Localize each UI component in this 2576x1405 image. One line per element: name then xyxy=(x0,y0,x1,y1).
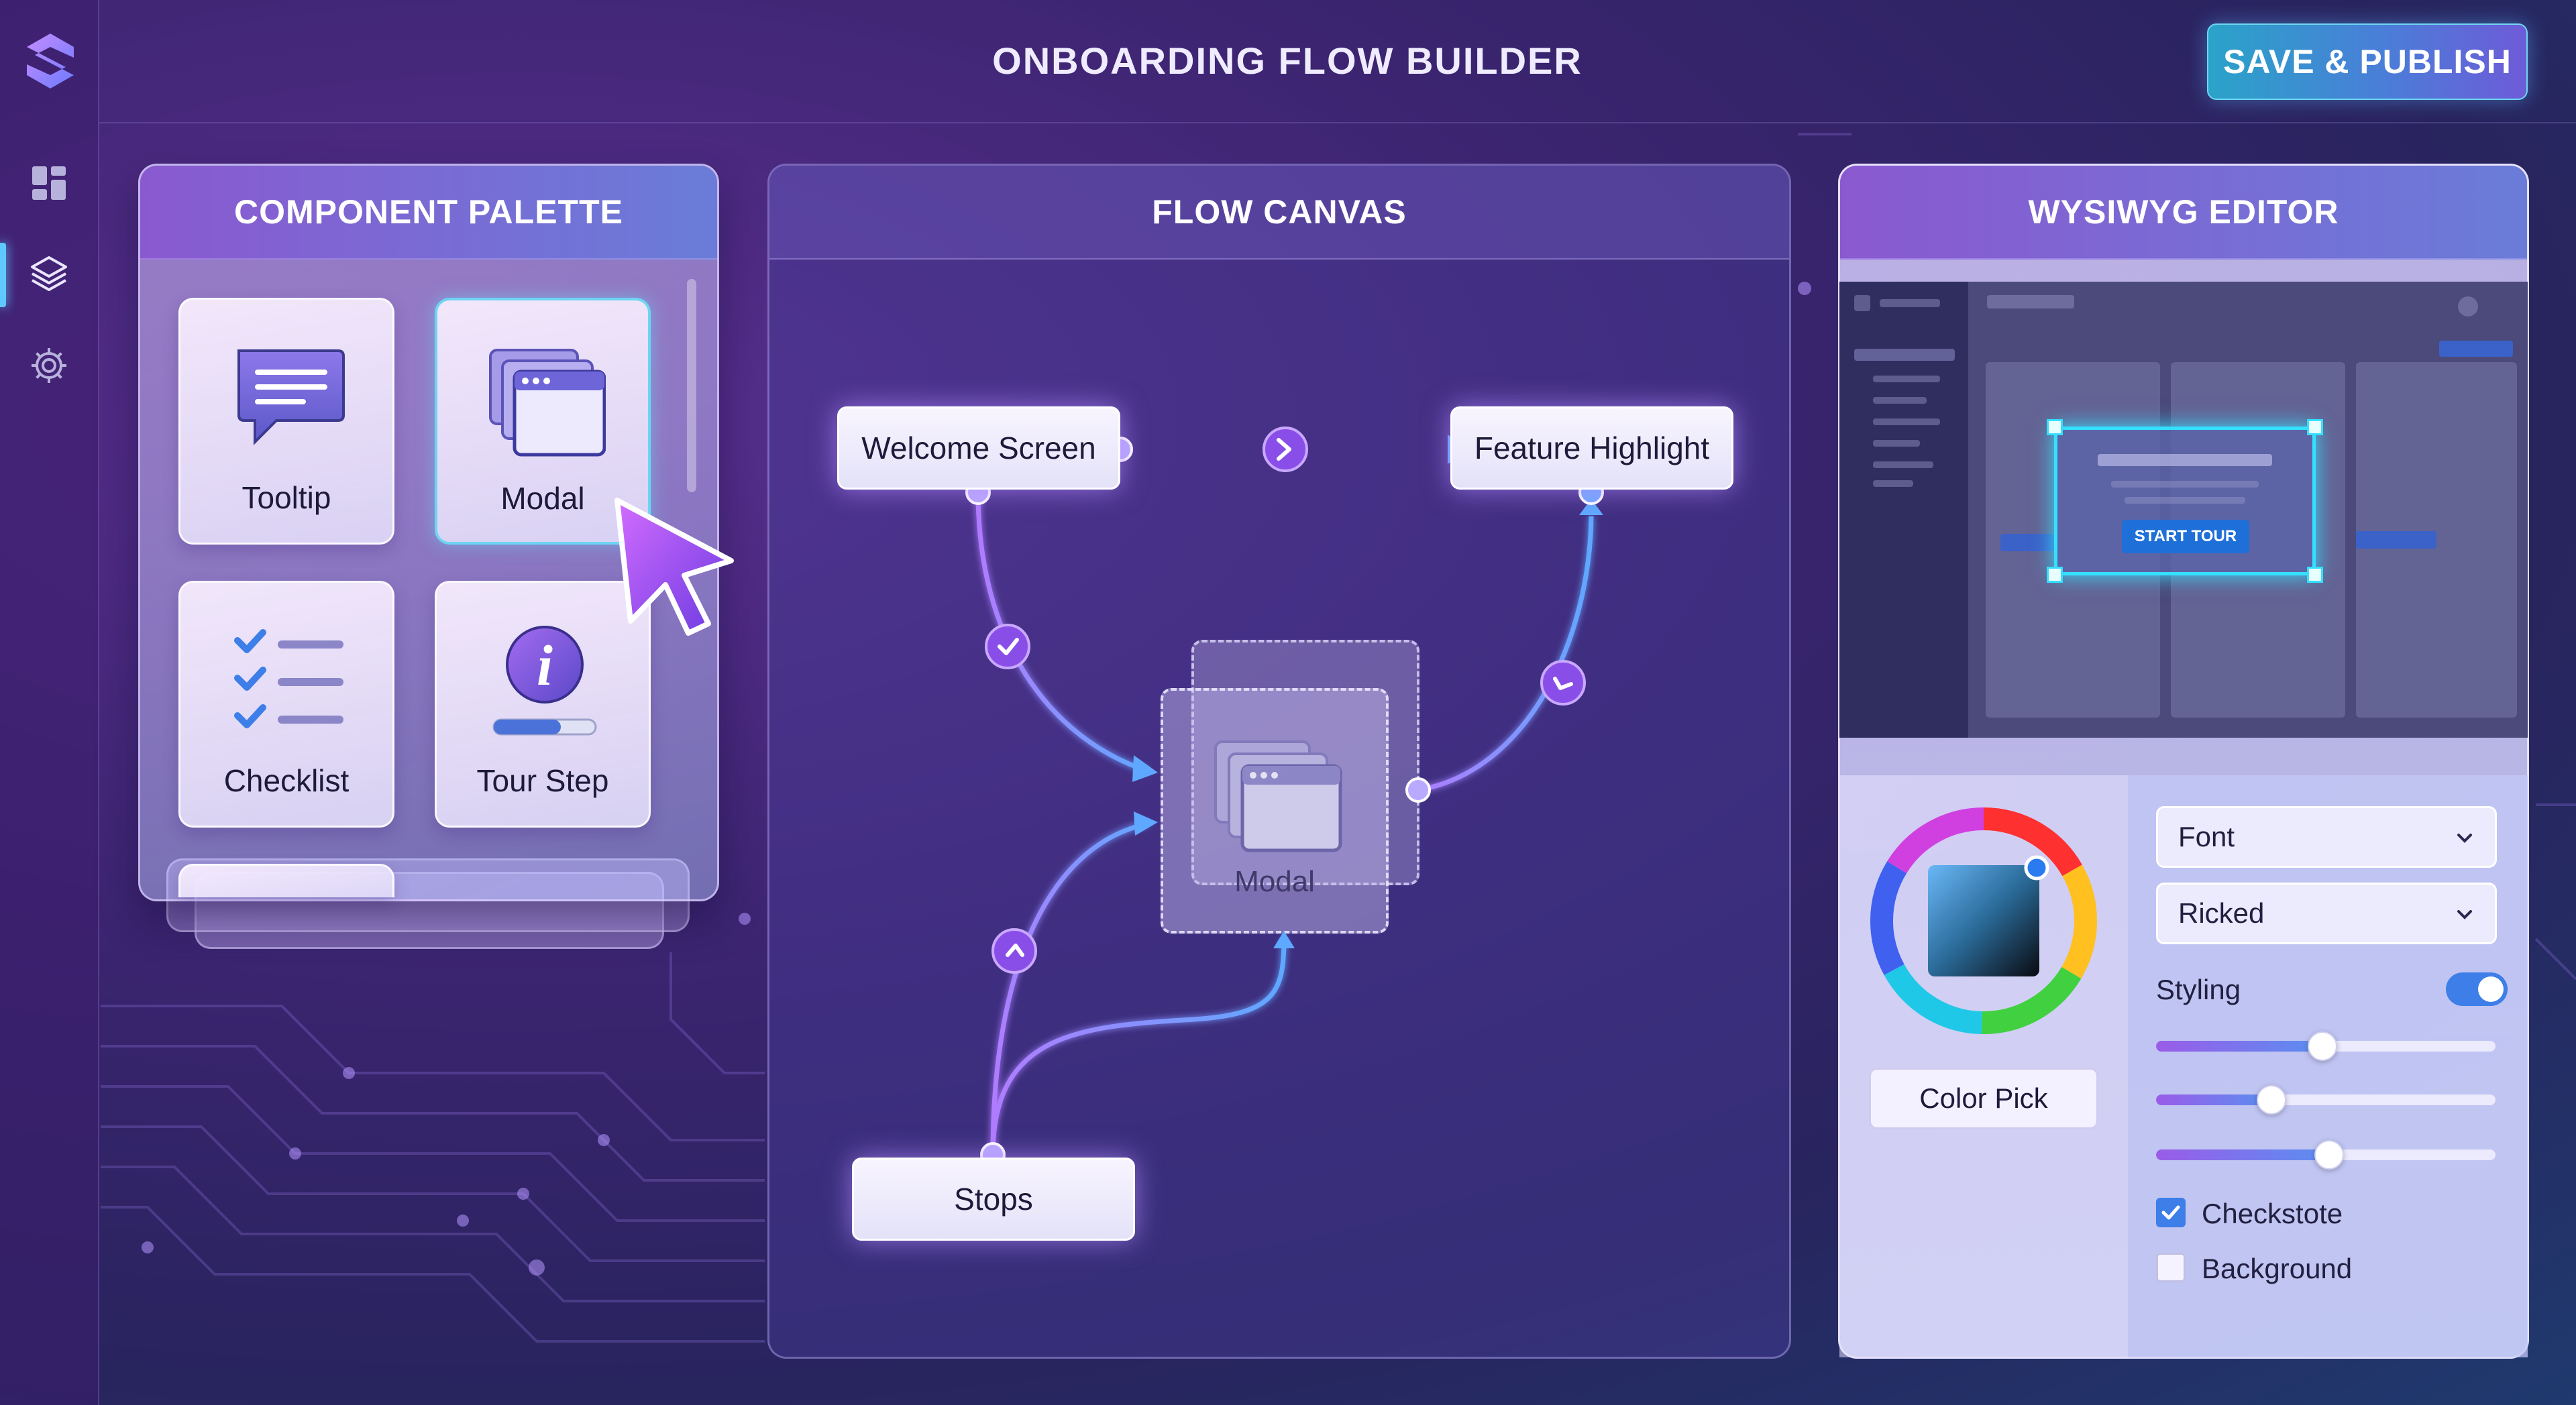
preview-selected-modal[interactable]: START TOUR xyxy=(2047,419,2323,583)
font-family-select[interactable]: Ricked xyxy=(2156,883,2497,944)
palette-scrollbar[interactable] xyxy=(687,279,696,492)
canvas-node-modal[interactable]: Modal xyxy=(1161,688,1389,934)
canvas-node-stops[interactable]: Stops xyxy=(852,1158,1135,1241)
preview-nav-item xyxy=(1873,397,1927,404)
slider-thumb[interactable] xyxy=(2307,1031,2337,1061)
palette-item-checklist[interactable]: Checklist xyxy=(178,581,394,828)
canvas-title: FLOW CANVAS xyxy=(769,166,1789,260)
sidebar-active-indicator xyxy=(0,243,6,307)
top-header: ONBOARDING FLOW BUILDER SAVE & PUBLISH xyxy=(99,0,2576,123)
preview-modal-text xyxy=(2125,497,2245,504)
checkstote-checkbox[interactable] xyxy=(2156,1198,2186,1227)
canvas-node-welcome-screen[interactable]: Welcome Screen xyxy=(837,406,1120,490)
palette-item-modal[interactable]: Modal xyxy=(435,298,651,545)
sidebar xyxy=(0,0,99,1405)
modal-window-icon xyxy=(489,349,606,457)
save-publish-button[interactable]: SAVE & PUBLISH xyxy=(2207,23,2528,100)
canvas-node-feature-highlight[interactable]: Feature Highlight xyxy=(1450,406,1733,490)
font-select[interactable]: Font xyxy=(2156,806,2497,868)
preview-avatar xyxy=(2458,296,2478,317)
preview-nav-item xyxy=(1873,418,1940,425)
preview-header xyxy=(1987,295,2074,308)
preview-nav-item xyxy=(1873,376,1940,382)
slider-fill xyxy=(2156,1041,2322,1052)
preview-nav-item xyxy=(1873,440,1920,447)
chevron-down-icon xyxy=(2457,834,2472,843)
page-title: ONBOARDING FLOW BUILDER xyxy=(992,40,1582,82)
resize-handle[interactable] xyxy=(2047,567,2063,583)
resize-handle[interactable] xyxy=(2307,419,2323,435)
editor-preview[interactable]: START TOUR xyxy=(1839,282,2528,738)
app-logo xyxy=(27,34,74,89)
preview-logo xyxy=(1854,295,1870,311)
svg-text:i: i xyxy=(537,633,553,697)
editor-title: WYSIWYG EDITOR xyxy=(1840,166,2527,260)
styling-label: Styling xyxy=(2156,974,2241,1005)
palette-item-label: Tooltip xyxy=(241,480,331,515)
style-controls: Font Ricked Styling Checkstote Backgroun… xyxy=(2128,775,2528,1357)
palette-item-tooltip[interactable]: Tooltip xyxy=(178,298,394,545)
info-icon: i xyxy=(492,626,597,736)
preview-button xyxy=(2439,341,2513,357)
tooltip-icon xyxy=(237,349,345,445)
palette-item-label: Modal xyxy=(500,481,585,516)
checkmark-icon xyxy=(2161,1205,2180,1220)
preview-button xyxy=(2000,534,2054,551)
preview-nav-item xyxy=(1873,461,1933,468)
font-select-value: Font xyxy=(2178,821,2235,852)
palette-item-label: Checklist xyxy=(223,763,350,798)
color-section: Color Pick xyxy=(1839,775,2128,1357)
font-family-value: Ricked xyxy=(2178,897,2265,929)
styling-toggle[interactable] xyxy=(2446,972,2508,1006)
checkstote-label: Checkstote xyxy=(2202,1198,2343,1229)
slider-thumb[interactable] xyxy=(2314,1140,2345,1170)
canvas-node-label: Modal xyxy=(1234,865,1315,898)
color-wheel[interactable] xyxy=(1868,805,2100,1037)
style-slider-1[interactable] xyxy=(2156,1031,2496,1061)
preview-button xyxy=(2356,531,2436,549)
palette-title: COMPONENT PALETTE xyxy=(140,166,717,260)
resize-handle[interactable] xyxy=(2047,419,2063,435)
slider-thumb[interactable] xyxy=(2257,1085,2287,1115)
preview-nav-item xyxy=(1873,480,1913,487)
palette-item-partial[interactable] xyxy=(178,864,394,897)
style-slider-3[interactable] xyxy=(2156,1140,2496,1170)
palette-item-label: Tour Step xyxy=(476,763,609,798)
background-checkbox[interactable] xyxy=(2156,1253,2186,1282)
dashboard-icon[interactable] xyxy=(28,162,70,204)
preview-modal-text xyxy=(2111,481,2259,488)
style-slider-2[interactable] xyxy=(2156,1085,2496,1115)
start-tour-button[interactable]: START TOUR xyxy=(2122,520,2249,553)
resize-handle[interactable] xyxy=(2307,567,2323,583)
slider-fill xyxy=(2156,1149,2330,1160)
layers-icon[interactable] xyxy=(28,254,70,295)
chevron-down-icon xyxy=(2457,910,2472,919)
color-pick-button[interactable]: Color Pick xyxy=(1869,1068,2098,1129)
settings-gear-icon[interactable] xyxy=(28,345,70,386)
background-label: Background xyxy=(2202,1253,2353,1284)
slider-fill xyxy=(2156,1094,2272,1105)
palette-item-tour-step[interactable]: i Tour Step xyxy=(435,581,651,828)
checklist-icon xyxy=(234,629,343,728)
modal-window-icon xyxy=(1214,740,1342,852)
preview-modal-title xyxy=(2098,454,2272,466)
preview-bar xyxy=(1880,299,1940,307)
drag-cursor-icon xyxy=(614,498,734,636)
editor-properties: Color Pick Font Ricked Styling Checkstot… xyxy=(1839,775,2528,1357)
preview-nav-item xyxy=(1854,349,1955,361)
toggle-knob xyxy=(2478,976,2504,1002)
